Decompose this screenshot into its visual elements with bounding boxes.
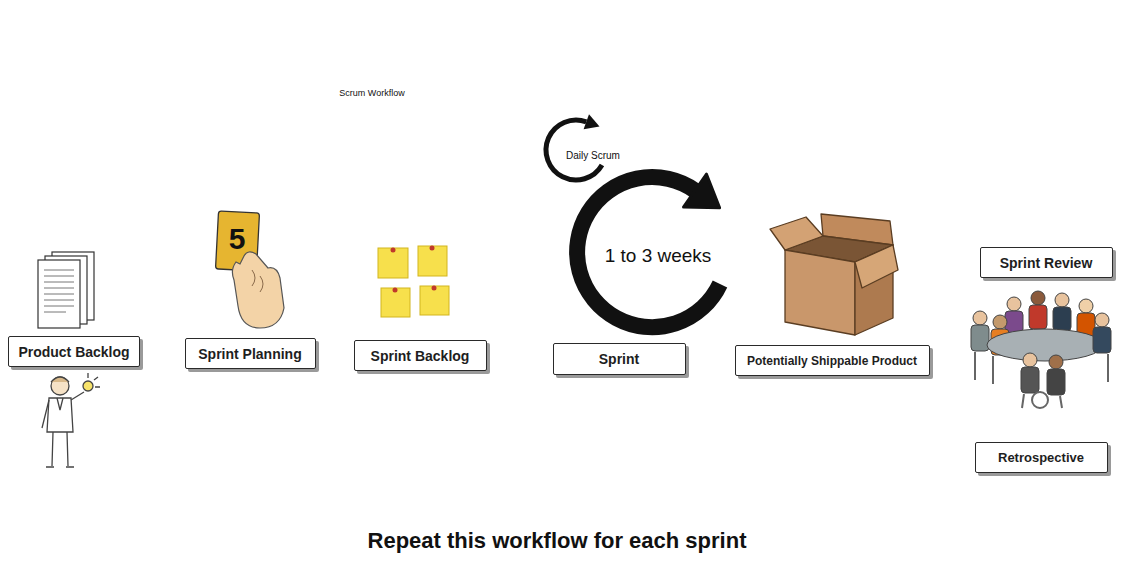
light-rays bbox=[88, 373, 100, 387]
person-body bbox=[1029, 305, 1047, 329]
collar bbox=[57, 398, 63, 410]
sticky-notes bbox=[378, 246, 449, 318]
pin bbox=[430, 246, 435, 251]
hand bbox=[232, 252, 284, 328]
person-body bbox=[1047, 369, 1065, 395]
person-head bbox=[1007, 297, 1021, 311]
finger-lines bbox=[252, 270, 263, 292]
label-plate: Sprint Review bbox=[980, 247, 1113, 278]
pin bbox=[432, 286, 437, 291]
plate-label: Sprint Planning bbox=[198, 346, 301, 362]
head bbox=[51, 377, 69, 395]
wheelchair-wheel bbox=[1032, 392, 1048, 408]
plate-label: Potentially Shippable Product bbox=[747, 354, 917, 368]
pin bbox=[393, 288, 398, 293]
daily-scrum-label: Daily Scrum bbox=[565, 150, 621, 161]
daily-arrowhead bbox=[584, 114, 600, 129]
torso bbox=[47, 398, 73, 432]
person-body bbox=[971, 325, 989, 351]
diagram-title: Scrum Workflow bbox=[339, 89, 404, 99]
product-owner-figure bbox=[42, 373, 100, 467]
review-meeting bbox=[971, 291, 1111, 408]
label-plate: Sprint bbox=[553, 343, 686, 375]
person-body bbox=[1021, 367, 1039, 393]
card-number: 5 bbox=[228, 222, 247, 255]
person-head bbox=[1031, 291, 1045, 305]
plate-label: Retrospective bbox=[998, 450, 1084, 465]
person-head bbox=[1055, 293, 1069, 307]
plate-label: Sprint Backlog bbox=[371, 348, 470, 364]
planning-card-hand bbox=[216, 211, 284, 328]
sticky-note bbox=[378, 248, 408, 278]
person-body bbox=[1053, 307, 1071, 331]
person-head bbox=[973, 311, 987, 325]
daily-scrum-arrow bbox=[546, 114, 602, 180]
duration-label: 1 to 3 weeks bbox=[604, 246, 713, 267]
meeting-table bbox=[987, 329, 1103, 361]
box-right-flap bbox=[855, 245, 898, 288]
sticky-note bbox=[418, 246, 447, 276]
person-head bbox=[1079, 299, 1093, 313]
plate-label: Product Backlog bbox=[18, 344, 129, 360]
cycle-arrowhead bbox=[684, 174, 720, 208]
hair bbox=[51, 377, 69, 382]
document-stack bbox=[38, 252, 94, 328]
sprint-cycle-arrow bbox=[577, 174, 720, 327]
plate-label: Sprint bbox=[599, 351, 639, 367]
chair-legs bbox=[975, 352, 1108, 408]
lightbulb bbox=[83, 381, 93, 391]
label-plate: Potentially Shippable Product bbox=[735, 345, 930, 376]
legs bbox=[46, 432, 74, 467]
label-plate: Sprint Backlog bbox=[354, 340, 487, 371]
person-head bbox=[1049, 355, 1063, 369]
diagram-caption: Repeat this workflow for each sprint bbox=[368, 529, 747, 553]
plate-label: Sprint Review bbox=[1000, 255, 1093, 271]
label-plate: Sprint Planning bbox=[185, 338, 316, 369]
person-body bbox=[1093, 327, 1111, 353]
sticky-note bbox=[420, 286, 449, 315]
box-front bbox=[785, 250, 855, 335]
box-left-flap bbox=[770, 217, 823, 250]
label-plate: Product Backlog bbox=[8, 336, 140, 367]
shippable-box bbox=[770, 214, 898, 335]
person-head bbox=[1023, 353, 1037, 367]
person-head bbox=[1095, 313, 1109, 327]
paper-lines bbox=[44, 270, 74, 312]
arms bbox=[42, 392, 84, 428]
pin bbox=[391, 248, 396, 253]
sticky-note bbox=[381, 288, 410, 317]
paper-sheet bbox=[38, 260, 80, 328]
person-head bbox=[993, 315, 1007, 329]
label-plate: Retrospective bbox=[975, 442, 1108, 473]
